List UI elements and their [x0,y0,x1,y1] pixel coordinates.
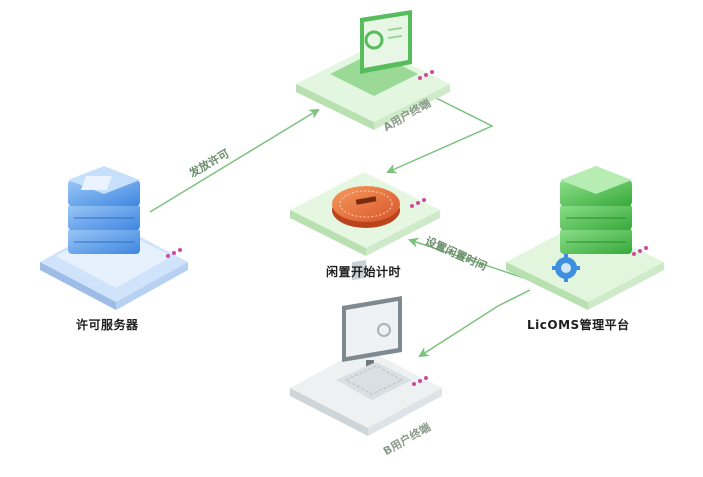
edge-a-user-to-timer [386,95,494,174]
label-license-server: 许可服务器 [76,318,139,332]
node-licoms[interactable] [506,166,664,310]
laptop-icon [330,10,418,96]
connectors [149,95,531,358]
edge-set-idle-time [408,237,531,281]
label-idle-timer: 闲置开始计时 [326,265,402,279]
node-license-server[interactable] [40,166,188,310]
gear-icon [552,254,580,282]
server-stack-icon [68,166,140,254]
server-stack-icon [560,166,632,254]
timer-dial-icon [332,186,400,228]
label-licoms: LicOMS管理平台 [527,318,630,332]
node-user-a[interactable] [296,10,450,130]
node-user-b[interactable] [290,260,442,436]
edge-issue-license [149,108,320,213]
edge-licoms-to-b-user [418,289,531,358]
desktop-monitor-icon [336,260,412,400]
node-idle-timer[interactable] [290,172,440,256]
